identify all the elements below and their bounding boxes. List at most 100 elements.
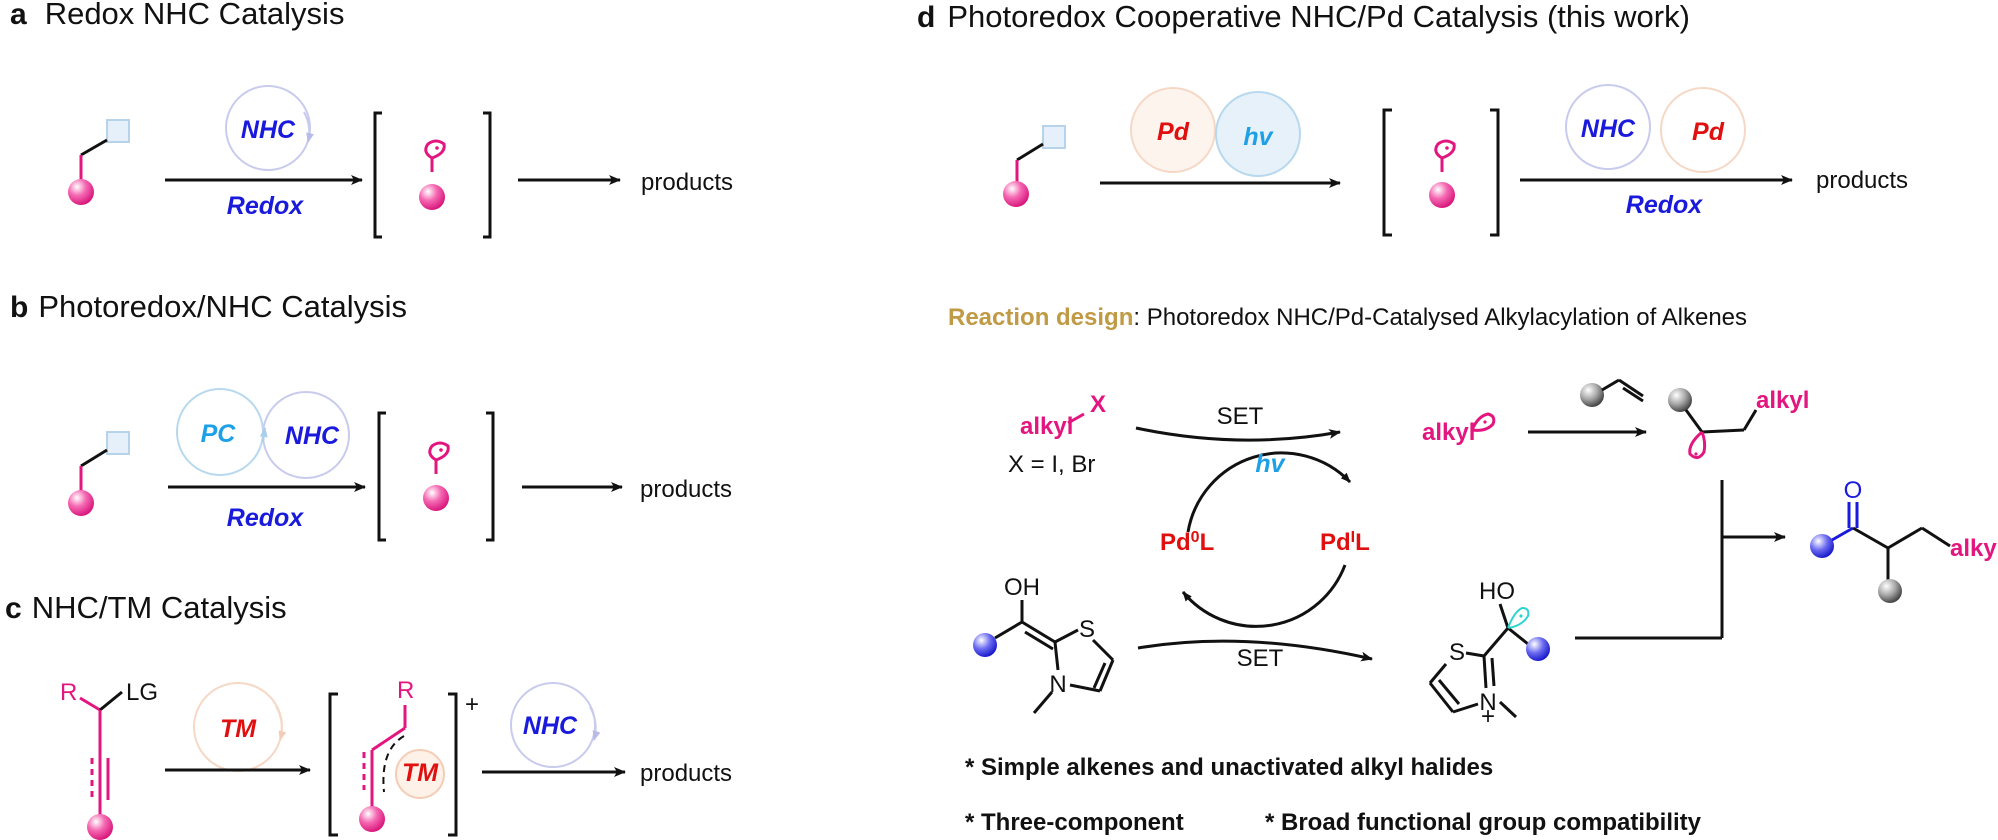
product-label: products (640, 760, 732, 787)
halide-definition: X = I, Br (1008, 451, 1095, 478)
design-heading: Reaction design: Photoredox NHC/Pd-Catal… (948, 304, 1747, 331)
radical-orbital-icon (1470, 412, 1496, 432)
substrate-ball-icon (1429, 182, 1455, 208)
substituent-r-label: R (397, 677, 414, 704)
set-arrow-bottom (1137, 639, 1373, 662)
pd-cycle-icon: Pd (1660, 87, 1746, 173)
product-alkyl-label: alkyl (1950, 535, 1998, 562)
adduct-alkyl-label: alkyl (1756, 387, 1809, 414)
pd0-label: Pd0L (1160, 529, 1214, 557)
enol-s-label: S (1079, 616, 1095, 643)
leaving-group-square-icon (1042, 125, 1066, 149)
set-label-top: SET (1217, 403, 1264, 430)
catalyst-label: Pd (1692, 118, 1725, 146)
alkyl-radical-label: alkyl (1422, 419, 1475, 446)
radical-orbital-icon (1434, 139, 1456, 172)
nhc-cycle-icon: NHC (1565, 84, 1651, 170)
radical-orbital-icon (424, 139, 446, 172)
carbonyl-o-label: O (1844, 477, 1863, 504)
metal-label: TM (402, 759, 439, 787)
catalyst-label: NHC (523, 712, 578, 740)
acyl-ball-icon (1526, 637, 1550, 661)
metal-center-icon (395, 749, 445, 799)
leaving-group-square-icon (106, 119, 130, 143)
nhc-cycle-icon: NHC (510, 682, 601, 768)
panel-letter: a (10, 0, 27, 31)
ketyl-n-label: N (1479, 689, 1496, 716)
allenyl-metal-intermediate: + R TM (328, 677, 479, 837)
ketyl-ho-label: HO (1479, 578, 1515, 605)
nhc-cycle-icon: NHC (259, 391, 350, 479)
ketyl-s-label: S (1449, 639, 1465, 666)
catalyst-label: TM (220, 715, 257, 743)
product-label: products (641, 169, 733, 196)
substrate-ball-icon (68, 490, 94, 516)
pd-catalyst-icon: Pd (1130, 87, 1216, 173)
set-arrow-top (1135, 426, 1341, 442)
substrate-icon (1003, 125, 1066, 207)
arrow-condition-label: Redox (227, 192, 305, 220)
leaving-group-label: LG (126, 679, 158, 706)
acyl-ball-icon (1810, 534, 1834, 558)
feature-item: * Three-component (965, 809, 1184, 836)
leaving-group-square-icon (106, 431, 130, 455)
substrate-icon (68, 431, 130, 516)
radical-orbital-icon (428, 441, 450, 474)
halide-label: X (1090, 391, 1106, 418)
catalyst-label: NHC (241, 116, 296, 144)
ketyl-charge-label: + (1481, 703, 1495, 730)
catalyst-label: NHC (1581, 115, 1636, 143)
feature-item: * Simple alkenes and unactivated alkyl h… (965, 754, 1493, 781)
pc-cycle-icon: PC (176, 388, 264, 476)
substrate-ball-icon (423, 485, 449, 511)
product-label: products (1816, 167, 1908, 194)
catalyst-label: PC (201, 420, 237, 448)
substrate-ball-icon (1003, 181, 1029, 207)
radical-intermediate (1382, 108, 1500, 237)
catalyst-label: Pd (1157, 118, 1190, 146)
arrow-condition-label: Redox (227, 504, 305, 532)
nhc-cycle-icon: NHC (225, 85, 314, 171)
enol-oh-label: OH (1004, 574, 1040, 601)
substrate-ball-icon (359, 806, 385, 832)
substrate-ball-icon (419, 184, 445, 210)
adduct-ball-icon (1668, 388, 1692, 412)
feature-list: * Simple alkenes and unactivated alkyl h… (965, 754, 1702, 836)
arrow-condition-label: Redox (1626, 191, 1704, 219)
alkyl-halide-label: alkyl (1020, 413, 1073, 440)
catalyst-label: NHC (285, 422, 340, 450)
catalytic-cycle-arrow (1186, 451, 1352, 533)
propargyl-substrate: R LG (60, 679, 158, 840)
radical-intermediate (373, 111, 492, 239)
set-label-bottom: SET (1237, 645, 1284, 672)
catalyst-label: hv (1243, 123, 1274, 151)
light-icon: hv (1215, 91, 1301, 177)
substrate-ball-icon (87, 814, 113, 840)
substrate-ball-icon (68, 179, 94, 205)
radical-orbital-icon (1507, 606, 1530, 629)
light-label: hv (1255, 450, 1286, 478)
alkene-substituent-ball-icon (1580, 383, 1604, 407)
product-ball-icon (1878, 579, 1902, 603)
radical-orbital-icon (1688, 430, 1707, 459)
acyl-ball-icon (973, 633, 997, 657)
tm-cycle-icon: TM (193, 682, 287, 772)
reaction-design: Reaction design: Photoredox NHC/Pd-Catal… (948, 304, 1998, 730)
catalytic-cycle-arrow (1181, 564, 1347, 628)
feature-item: * Broad functional group compatibility (1265, 809, 1702, 836)
enol-n-label: N (1049, 671, 1066, 698)
pd1-label: PdIL (1320, 529, 1370, 557)
substituent-r-label: R (60, 679, 77, 706)
product-label: products (640, 476, 732, 503)
substrate-icon (68, 119, 130, 205)
charge-label: + (465, 691, 479, 718)
